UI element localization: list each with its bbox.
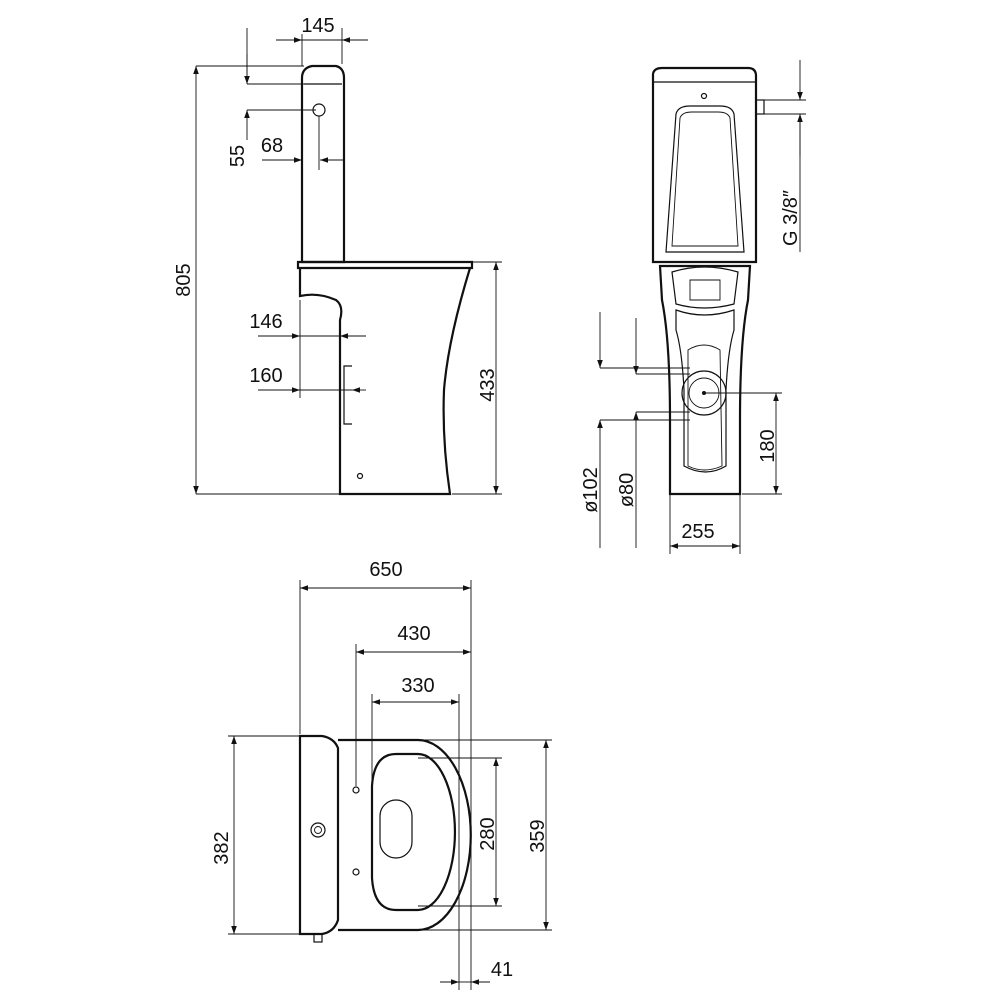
plan-view: [298, 734, 472, 943]
dim-g38: G 3/8″: [780, 190, 802, 246]
dim-145: 145: [301, 15, 334, 37]
dim-d80: ø80: [616, 473, 638, 507]
dim-41: 41: [491, 959, 513, 981]
dim-d102: ø102: [580, 467, 602, 513]
front-dimensions: G 3/8″ ø102 ø80 180 255: [580, 60, 806, 554]
dim-146: 146: [249, 311, 282, 333]
dim-280: 280: [477, 817, 499, 850]
dim-68: 68: [261, 135, 283, 157]
dim-805: 805: [173, 263, 195, 296]
dim-382: 382: [211, 831, 233, 864]
dim-359: 359: [527, 819, 549, 852]
side-view: [296, 64, 474, 496]
dim-330: 330: [401, 675, 434, 697]
dim-255: 255: [681, 521, 714, 543]
dim-430: 430: [397, 623, 430, 645]
dim-55: 55: [227, 145, 249, 167]
plan-dimensions: 650 430 330 382 280 359 41: [211, 559, 552, 990]
dim-433: 433: [477, 368, 499, 401]
dim-180: 180: [757, 429, 779, 462]
front-view: [651, 66, 765, 496]
dim-650: 650: [369, 559, 402, 581]
side-dimensions: 145 805 55 68 146 160 433: [173, 15, 502, 495]
dim-160: 160: [249, 365, 282, 387]
